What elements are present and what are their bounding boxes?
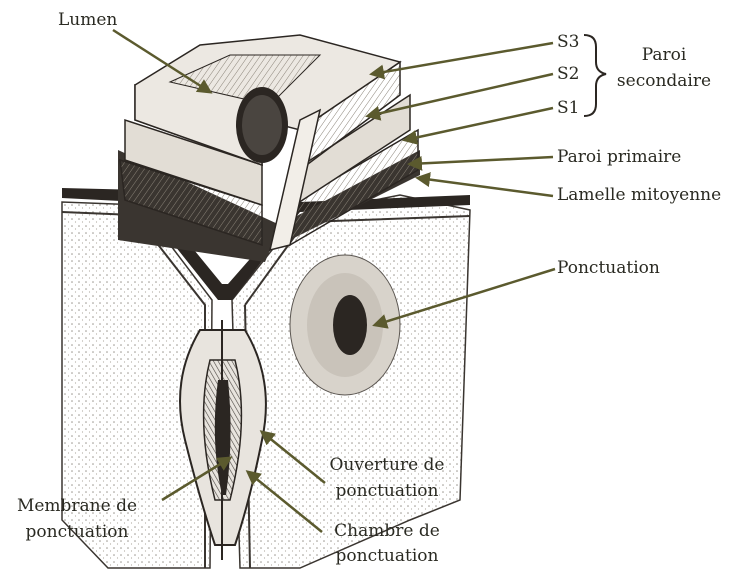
- label-ouverture-2: ponctuation: [312, 480, 462, 502]
- label-chambre-2: ponctuation: [312, 545, 462, 567]
- arrow-lamelle-mitoyenne: [418, 178, 553, 196]
- label-s1: S1: [557, 97, 579, 119]
- arrow-s3: [372, 43, 553, 74]
- arrow-paroi-primaire: [410, 157, 553, 164]
- label-s2: S2: [557, 63, 579, 85]
- label-chambre-1: Chambre de: [312, 520, 462, 542]
- label-paroi-primaire: Paroi primaire: [557, 146, 681, 168]
- arrow-s1: [405, 108, 553, 140]
- brace-paroi-secondaire: [584, 35, 606, 116]
- pit-face-view: [290, 255, 400, 395]
- label-lumen: Lumen: [58, 9, 117, 31]
- label-paroi-secondaire-2: secondaire: [604, 70, 724, 92]
- label-membrane-2: ponctuation: [2, 521, 152, 543]
- label-s3: S3: [557, 31, 579, 53]
- label-ponctuation: Ponctuation: [557, 257, 660, 279]
- label-paroi-secondaire-1: Paroi: [604, 44, 724, 66]
- label-lamelle-mitoyenne: Lamelle mitoyenne: [557, 184, 721, 206]
- label-membrane-1: Membrane de: [2, 495, 152, 517]
- label-ouverture-1: Ouverture de: [312, 454, 462, 476]
